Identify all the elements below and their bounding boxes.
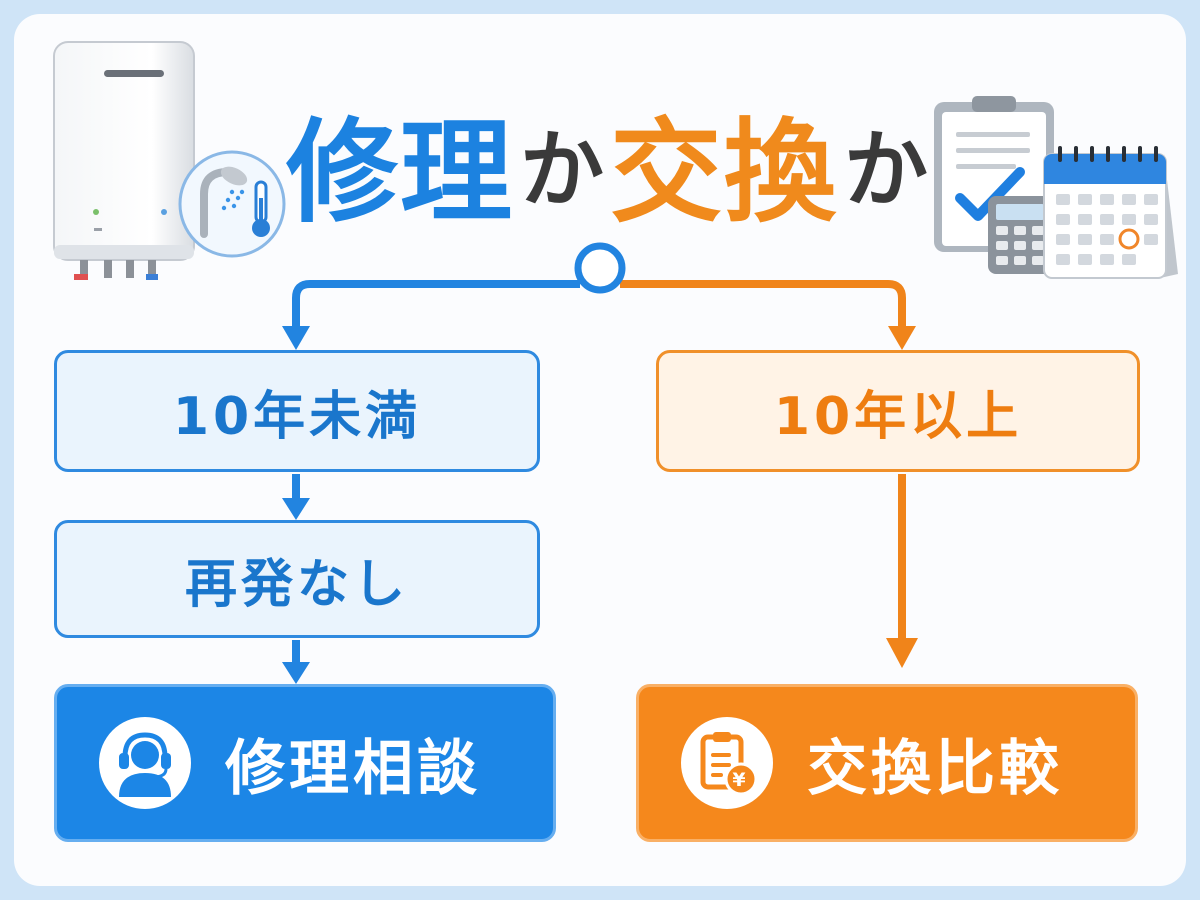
headset-support-icon — [119, 732, 171, 797]
condition-10-years-or-more: 10年以上 — [656, 350, 1140, 472]
arrow-left-middle — [282, 498, 310, 520]
water-heater-icon — [53, 41, 195, 280]
title-ka-2: か — [844, 120, 929, 219]
condition-under-10-years: 10年未満 — [54, 350, 540, 472]
clipboard-yen-icon: ¥ — [700, 732, 758, 796]
yen-symbol: ¥ — [732, 769, 749, 791]
result-replace-label: 交換比較 — [807, 733, 1063, 804]
connector-right — [620, 280, 906, 328]
arrow-left-top — [282, 326, 310, 350]
clipboard-calculator-calendar-icon — [934, 96, 1178, 279]
condition-no-recurrence: 再発なし — [54, 520, 540, 638]
title-replace: 交換 — [610, 108, 838, 238]
page-title: 修理 か 交換 か — [286, 88, 930, 238]
clipboard-badge: ¥ — [681, 717, 773, 809]
title-ka-1: か — [519, 120, 604, 219]
result-repair-label: 修理相談 — [225, 733, 481, 804]
headset-badge — [99, 717, 191, 809]
result-replacement-comparison: ¥ 交換比較 — [636, 684, 1138, 842]
arrow-left-bottom — [282, 662, 310, 684]
title-repair: 修理 — [285, 108, 514, 238]
shower-thermometer-icon — [178, 150, 286, 258]
branch-node — [574, 242, 626, 294]
result-repair-consultation: 修理相談 — [54, 684, 556, 842]
connector-left — [292, 280, 580, 328]
arrow-right-bottom — [886, 638, 918, 668]
arrow-right-top — [888, 326, 916, 350]
